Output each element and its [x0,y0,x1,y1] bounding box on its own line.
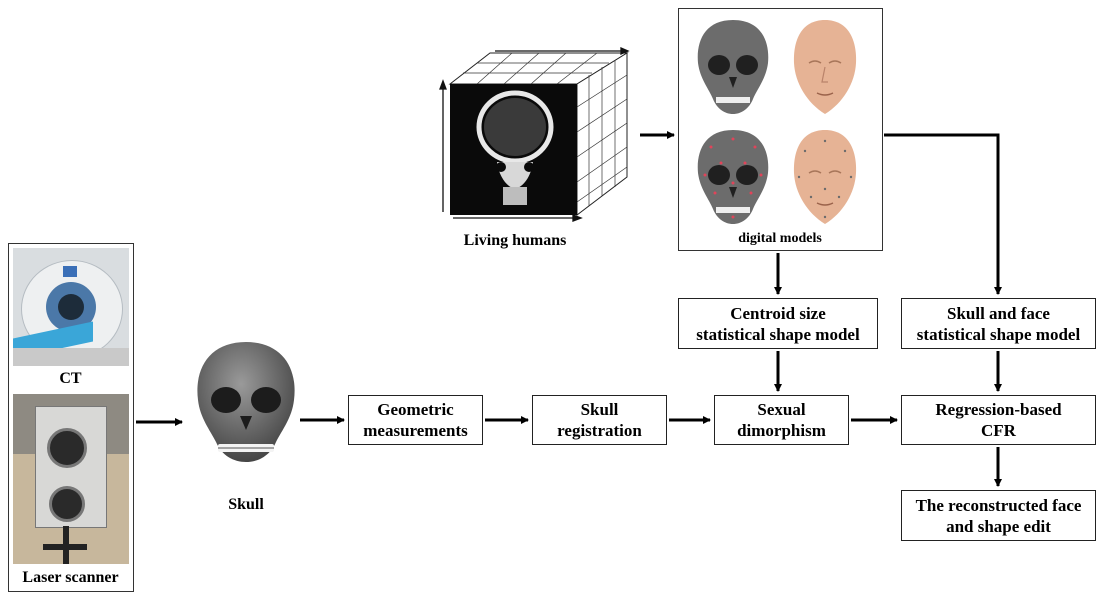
geometric-line1: Geometric [377,400,454,419]
reconstructed-line2: and shape edit [946,516,1051,536]
regression-cfr-box: Regression-based CFR [901,395,1096,445]
ct-volume-image [439,47,630,222]
skull-face-ssm-box: Skull and face statistical shape model [901,298,1096,349]
devices-panel: CT Laser scanner [8,243,134,592]
sexual-line1: Sexual [757,400,806,419]
skullface-line2: statistical shape model [916,324,1081,344]
regression-line2: CFR [981,421,1016,440]
face-landmarks-image [793,130,857,224]
sexual-dimorphism-box: Sexual dimorphism [714,395,849,445]
sexual-line2: dimorphism [737,421,826,440]
ct-scanner-image [13,248,129,366]
face-model-image [793,20,857,114]
skull-registration-box: Skull registration [532,395,667,445]
registration-line1: Skull [580,400,619,419]
skull-image [197,342,295,462]
registration-line2: registration [557,421,642,440]
skull-label: Skull [228,496,264,513]
arrow-models-to-skullface [884,133,1002,295]
ct-label: CT [59,370,82,387]
geometric-measurements-box: Geometric measurements [348,395,483,445]
centroid-line1: Centroid size [730,303,826,323]
laser-scanner-image [13,394,129,564]
reconstructed-line1: The reconstructed face [915,495,1082,515]
laser-scanner-label: Laser scanner [22,569,119,586]
geometric-line2: measurements [363,421,468,440]
regression-line1: Regression-based [935,400,1062,419]
skullface-line1: Skull and face [947,303,1050,323]
living-humans-label: Living humans [463,232,567,249]
centroid-line2: statistical shape model [696,324,860,344]
digital-models-panel: digital models [678,8,883,251]
digital-models-label: digital models [738,231,822,246]
skull-model-image [697,20,769,114]
skull-landmarks-image [697,130,769,224]
centroid-ssm-box: Centroid size statistical shape model [678,298,878,349]
reconstructed-face-box: The reconstructed face and shape edit [901,490,1096,541]
